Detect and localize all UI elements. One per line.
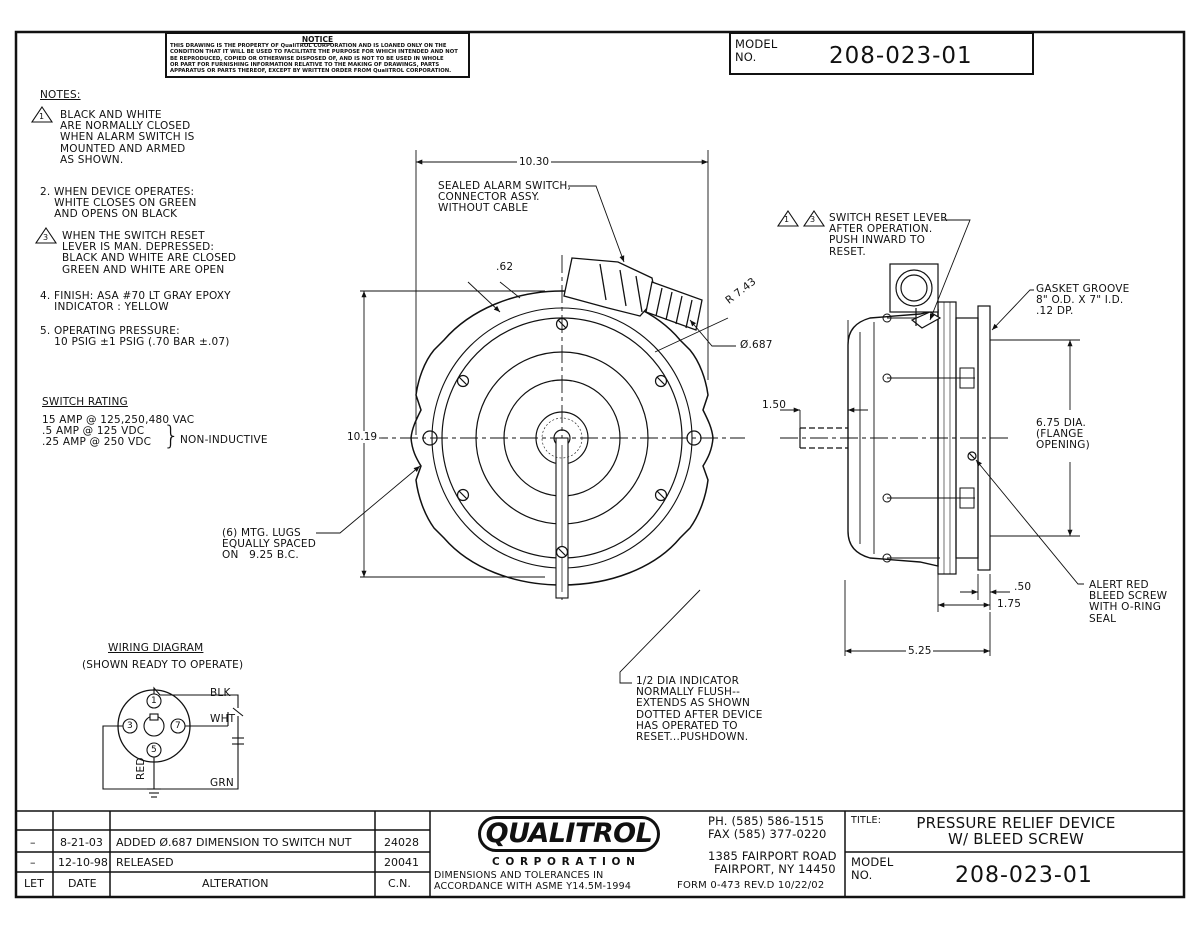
address-line-2: FAIRPORT, NY 14450 — [714, 862, 836, 876]
front-view — [370, 255, 745, 600]
dim-width: 10.30 — [517, 156, 552, 168]
logo-text: QUALITROL — [485, 818, 653, 849]
rev-alteration: RELEASED — [116, 856, 174, 869]
front-view-dimensions — [316, 150, 736, 684]
switch-rating-heading: SWITCH RATING — [42, 396, 128, 408]
header-cn: C.N. — [388, 877, 411, 890]
pin-3: 3 — [127, 721, 133, 731]
dim-lug: .62 — [496, 261, 514, 273]
header-let: LET — [24, 877, 44, 890]
model-number-bottom: 208-023-01 — [955, 863, 1093, 888]
dim-175: 1.75 — [997, 598, 1022, 610]
notice-body: THIS DRAWING IS THE PROPERTY OF QualiTRO… — [170, 43, 458, 75]
rating-brace: } — [163, 421, 180, 451]
pin-7: 7 — [175, 721, 181, 731]
wiring-title: WIRING DIAGRAM — [108, 642, 204, 654]
dim-height: 10.19 — [345, 431, 380, 443]
note-1: BLACK AND WHITE ARE NORMALLY CLOSED WHEN… — [60, 109, 195, 166]
side-note-number: 3 — [810, 215, 816, 224]
alert-screw-label: ALERT RED BLEED SCREW WITH O-RING SEAL — [1089, 579, 1168, 625]
model-label: MODEL NO. — [735, 37, 778, 64]
wiring-subtitle: (SHOWN READY TO OPERATE) — [82, 659, 244, 671]
dim-050: .50 — [1014, 581, 1032, 593]
rev-date: 12-10-98 — [58, 856, 108, 869]
wire-blk: BLK — [210, 687, 231, 699]
dim-150: 1.50 — [762, 399, 787, 411]
sheet-border — [14, 30, 1186, 899]
flange-label: 6.75 DIA. (FLANGE OPENING) — [1036, 417, 1090, 452]
model-label-bottom: MODEL NO. — [851, 855, 894, 882]
rev-date: 8-21-03 — [60, 836, 103, 849]
title-block-grid — [16, 810, 1184, 897]
side-note-number: 1 — [784, 215, 790, 224]
dim-525: 5.25 — [906, 645, 934, 657]
form-number: FORM 0-473 REV.D 10/22/02 — [677, 880, 825, 891]
model-number-top-box: MODEL NO. 208-023-01 — [729, 32, 1034, 75]
side-view — [780, 263, 1010, 575]
reset-lever-label: SWITCH RESET LEVER AFTER OPERATION. PUSH… — [829, 212, 948, 258]
wire-grn: GRN — [210, 777, 234, 789]
note1-number: 1 — [39, 112, 45, 121]
note-5: 5. OPERATING PRESSURE: 10 PSIG ±1 PSIG (… — [40, 325, 230, 349]
rev-cn: 20041 — [384, 856, 419, 869]
note-4: 4. FINISH: ASA #70 LT GRAY EPOXY INDICAT… — [40, 290, 231, 314]
rev-alteration: ADDED Ø.687 DIMENSION TO SWITCH NUT — [116, 836, 352, 849]
side-view-dimensions — [780, 219, 1084, 656]
mtg-lugs-label: (6) MTG. LUGS EQUALLY SPACED ON 9.25 B.C… — [222, 527, 316, 562]
note-2: 2. WHEN DEVICE OPERATES: WHITE CLOSES ON… — [40, 186, 197, 221]
notice-box: NOTICE THIS DRAWING IS THE PROPERTY OF Q… — [165, 32, 470, 78]
rev-cn: 24028 — [384, 836, 419, 849]
alarm-switch-connector — [563, 257, 703, 331]
note3-number: 3 — [43, 233, 49, 242]
phone: PH. (585) 586-1515 — [708, 814, 825, 828]
non-inductive-label: NON-INDUCTIVE — [180, 434, 268, 446]
drawing-title: PRESSURE RELIEF DEVICE W/ BLEED SCREW — [916, 814, 1116, 848]
rev-letter: – — [30, 856, 36, 869]
note-3: WHEN THE SWITCH RESET LEVER IS MAN. DEPR… — [62, 230, 237, 276]
model-number: 208-023-01 — [829, 43, 973, 69]
pin-1: 1 — [151, 696, 157, 706]
rev-letter: – — [30, 836, 36, 849]
indicator-label: 1/2 DIA INDICATOR NORMALLY FLUSH-- EXTEN… — [636, 675, 763, 744]
pin-5: 5 — [151, 745, 157, 755]
notes-heading: NOTES: — [40, 89, 81, 101]
title-label: TITLE: — [851, 815, 882, 826]
dim-nut-diameter: Ø.687 — [740, 339, 773, 351]
wire-wht: WHT — [210, 713, 236, 725]
header-date: DATE — [68, 877, 97, 890]
logo-corporation: C O R P O R A T I O N — [492, 856, 636, 868]
header-alteration: ALTERATION — [202, 877, 269, 890]
reset-lever — [889, 263, 942, 329]
switch-rating-line: .25 AMP @ 250 VDC — [42, 436, 152, 448]
note-triangles — [30, 106, 826, 244]
wire-red: RED — [135, 757, 147, 780]
qualitrol-logo: QUALITROL C O R P O R A T I O N — [470, 812, 668, 868]
address-line-1: 1385 FAIRPORT ROAD — [708, 849, 837, 863]
notice-title: NOTICE — [301, 35, 334, 44]
sealed-switch-label: SEALED ALARM SWITCH, CONNECTOR ASSY. WIT… — [438, 180, 572, 215]
wiring-diagram-graphic — [102, 686, 244, 798]
tolerance-note: DIMENSIONS AND TOLERANCES IN ACCORDANCE … — [434, 870, 632, 892]
fax: FAX (585) 377-0220 — [708, 827, 827, 841]
switch-rating-line: .5 AMP @ 125 VDC — [42, 425, 145, 437]
gasket-groove-label: GASKET GROOVE 8" O.D. X 7" I.D. .12 DP. — [1036, 283, 1130, 318]
switch-rating-line: 15 AMP @ 125,250,480 VAC — [42, 414, 195, 426]
mounting-lug-holes — [456, 317, 668, 559]
